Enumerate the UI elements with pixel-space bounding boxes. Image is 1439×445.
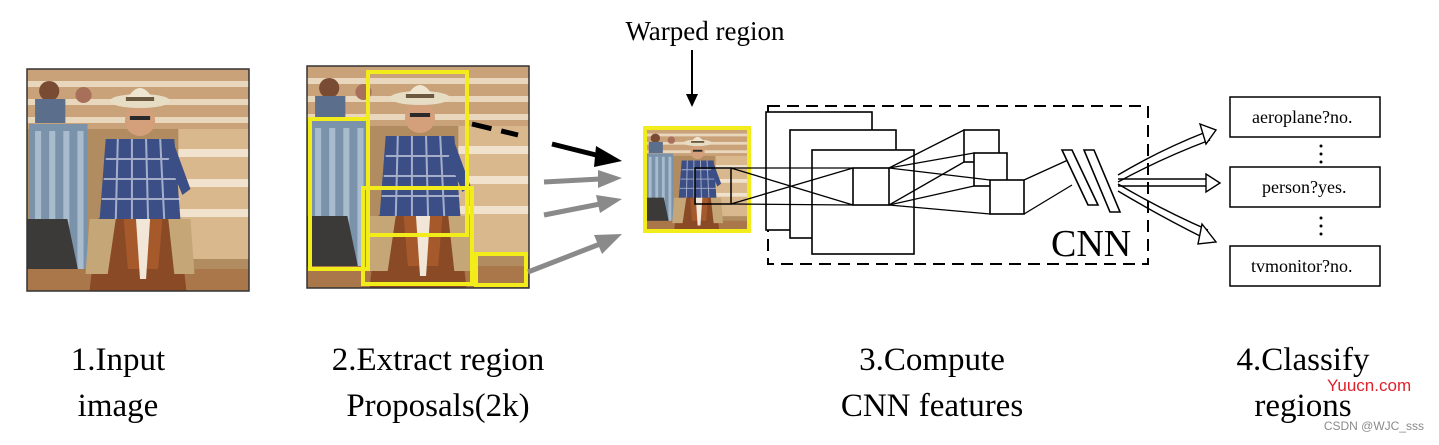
cnn-feature-maps <box>765 111 1025 255</box>
step-2-line-2: Proposals(2k) <box>346 388 529 424</box>
proposal-image <box>306 65 530 289</box>
step-1-line-1: 1.Input <box>71 342 165 378</box>
warped-region-image <box>643 126 751 233</box>
watermark-credit: CSDN @WJC_sss <box>1324 419 1424 433</box>
proposal-boxes <box>308 70 528 287</box>
class-box-person <box>1229 166 1381 208</box>
step-4-line-1: 4.Classify <box>1237 342 1370 378</box>
class-box-tvmonitor <box>1229 245 1381 287</box>
class-label-person: person?yes. <box>1262 177 1346 197</box>
watermark-site: Yuucn.com <box>1327 376 1411 395</box>
class-label-tvmonitor: tvmonitor?no. <box>1251 256 1353 276</box>
class-result-list: aeroplane?no. person?yes. tvmonitor?no. <box>1229 96 1381 287</box>
proposal-box-gate <box>308 117 370 271</box>
feature-map-7 <box>989 179 1025 215</box>
warped-down-arrow <box>686 50 698 107</box>
proposal-box-small <box>474 252 528 287</box>
ellipsis-dots-lower <box>1319 216 1323 236</box>
class-box-aeroplane <box>1229 96 1381 138</box>
fc-layers <box>1060 149 1122 213</box>
proposal-box-horse <box>361 186 474 286</box>
step-1-line-2: image <box>78 388 159 424</box>
step-3-line-1: 3.Compute <box>859 342 1005 378</box>
cnn-label: CNN <box>1051 223 1131 265</box>
step-captions: 1.Input image 2.Extract region Proposals… <box>71 342 1370 424</box>
step-3-line-2: CNN features <box>841 388 1023 424</box>
input-image <box>26 68 250 292</box>
warped-region-label: Warped region <box>625 16 785 46</box>
step-2-line-1: 2.Extract region <box>332 342 545 378</box>
feature-map-4 <box>852 167 890 206</box>
cnn-connections <box>730 129 1073 215</box>
warped-receptive-box <box>694 167 732 205</box>
step-4-line-2: regions <box>1254 388 1351 424</box>
class-label-aeroplane: aeroplane?no. <box>1252 107 1352 127</box>
proposal-to-warp-arrows <box>471 121 622 275</box>
ellipsis-dots-upper <box>1319 144 1323 164</box>
output-arrows <box>1117 122 1222 245</box>
